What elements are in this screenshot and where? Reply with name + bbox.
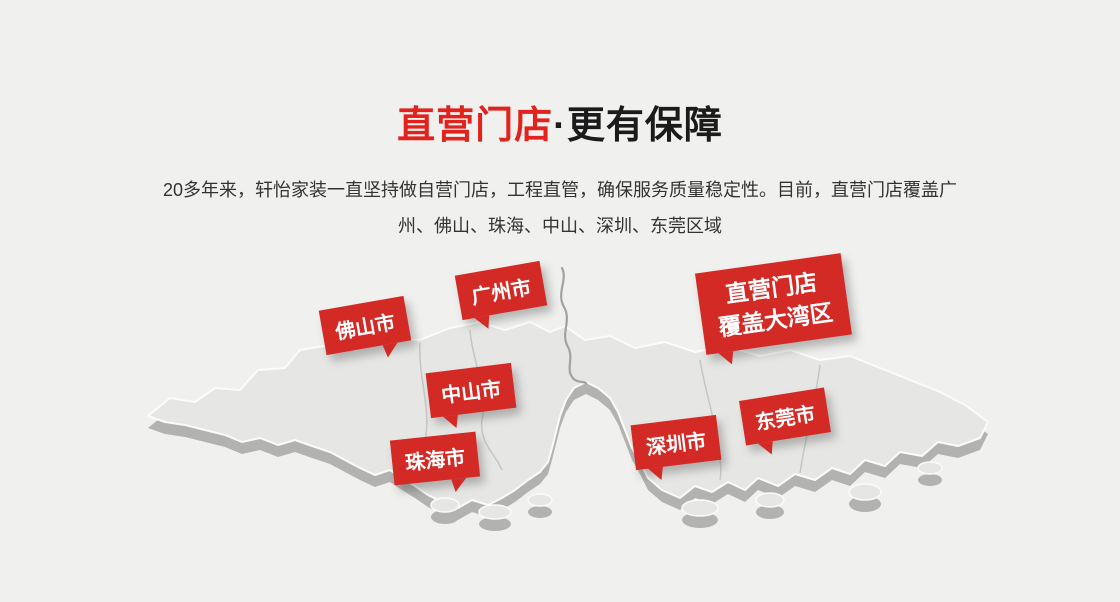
island-side [479,517,511,531]
island [848,483,882,501]
description-line-1: 20多年来，轩怡家装一直坚持做自营门店，工程直管，确保服务质量稳定性。目前，直营… [162,179,958,200]
map-label-text: 佛山市 [333,311,397,345]
description-line-2: 州、佛山、珠海、中山、深圳、东莞区域 [398,215,722,236]
map-label-zhuhai: 珠海市 [389,431,481,486]
section-header: 直营门店·更有保障 20多年来，轩怡家装一直坚持做自营门店，工程直管，确保服务质… [0,104,1120,244]
map-label-text: 深圳市 [645,430,708,460]
island-side [849,496,881,512]
island-side [431,510,459,524]
river-line [560,266,588,385]
map-label-text: 珠海市 [404,446,467,476]
section-description: 20多年来，轩怡家装一直坚持做自营门店，工程直管，确保服务质量稳定性。目前，直营… [0,172,1120,244]
island-side [918,474,942,486]
island-side [528,506,552,518]
island [527,493,553,507]
bay-area-map [120,255,1010,555]
map-landmass-top [147,321,989,509]
map-label-text: 广州市 [469,276,533,310]
map-label-text: 东莞市 [754,403,817,435]
title-dark-part: ·更有保障 [553,105,723,147]
title-red-part: 直营门店 [397,105,554,147]
island [917,461,943,475]
island [430,497,460,513]
island-side [756,505,784,519]
island-side [682,512,718,528]
island [755,492,785,508]
bay-area-map-svg [147,266,989,531]
map-label-text: 中山市 [440,378,503,408]
island [478,504,512,520]
region-border [469,329,503,471]
island [681,499,719,517]
page-title: 直营门店·更有保障 [0,104,1120,150]
